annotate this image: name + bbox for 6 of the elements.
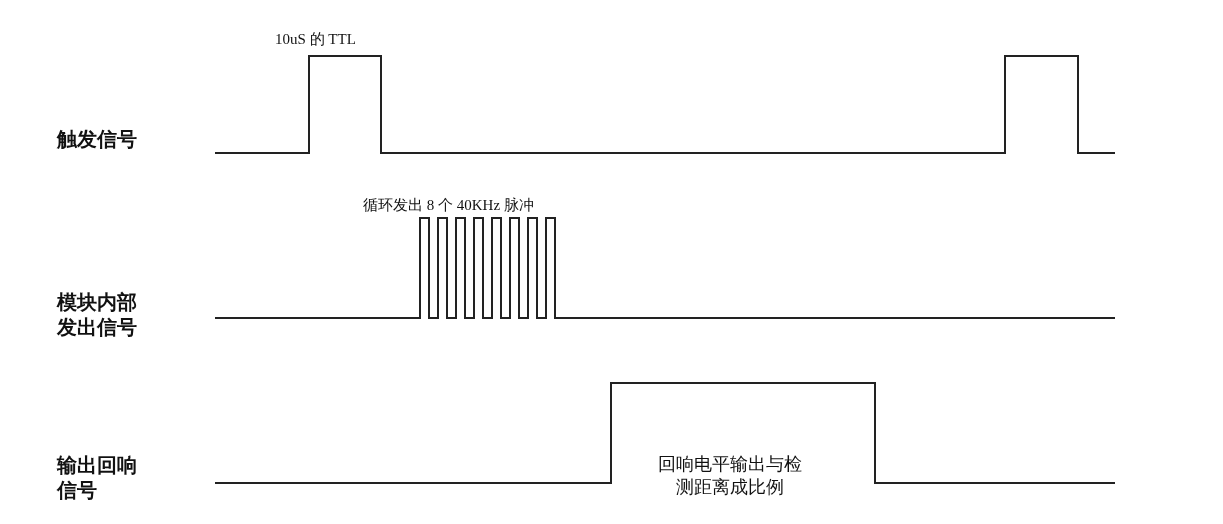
signal-name: 模块内部发出信号 <box>57 290 138 340</box>
signal-name: 输出回响信号 <box>57 453 138 503</box>
signal-name: 触发信号 <box>57 127 138 152</box>
pulse-annotation: 10uS 的 TTL <box>275 30 357 49</box>
pulse-annotation: 循环发出 8 个 40KHz 脉冲 <box>363 196 535 215</box>
pulse-annotation: 回响电平输出与检测距离成比例 <box>657 453 803 498</box>
